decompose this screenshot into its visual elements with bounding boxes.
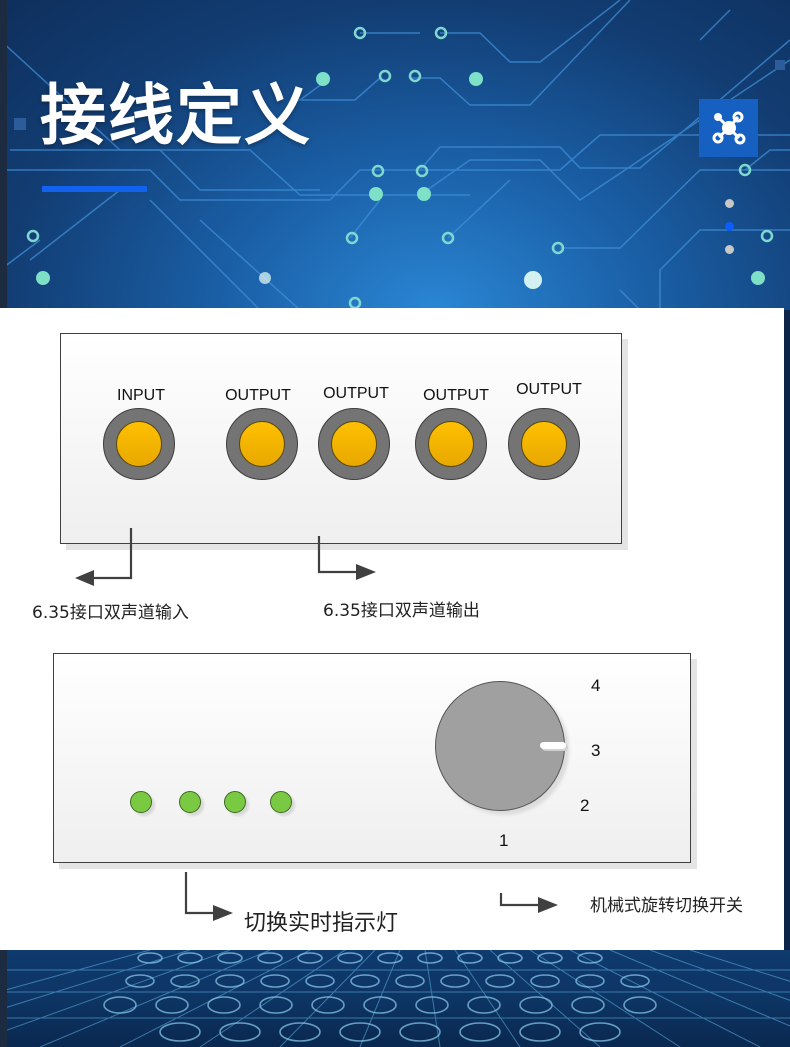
output-jack-2 xyxy=(318,408,390,480)
indicator-led-1 xyxy=(130,791,152,813)
jack-core xyxy=(239,421,285,467)
output-jack-3 xyxy=(415,408,487,480)
pager-dot[interactable] xyxy=(725,199,734,208)
title-underline xyxy=(42,186,147,192)
knob-position-2: 2 xyxy=(580,796,590,815)
jack-label-output-3: OUTPUT xyxy=(423,387,489,404)
input-jack xyxy=(103,408,175,480)
jack-label-output-4: OUTPUT xyxy=(516,381,582,398)
left-edge-strip xyxy=(0,950,7,1047)
knob-pointer xyxy=(540,742,566,749)
knob-position-4: 4 xyxy=(591,676,601,695)
page-title: 接线定义 xyxy=(40,77,312,154)
jack-core xyxy=(116,421,162,467)
knob-position-3: 3 xyxy=(591,741,601,760)
indicator-led-4 xyxy=(270,791,292,813)
jack-core xyxy=(428,421,474,467)
switch-panel-diagram xyxy=(53,653,691,863)
output-jack-4 xyxy=(508,408,580,480)
pager-dot[interactable] xyxy=(725,245,734,254)
indicator-caption: 切换实时指示灯 xyxy=(244,911,399,936)
output-caption: 6.35接口双声道输出 xyxy=(323,601,480,621)
header-banner: 接线定义 xyxy=(0,0,790,310)
footer-binary-background xyxy=(0,950,790,1047)
jack-label-input: INPUT xyxy=(117,387,165,404)
jack-core xyxy=(521,421,567,467)
jack-label-output-2: OUTPUT xyxy=(323,385,389,402)
network-button[interactable] xyxy=(699,99,758,157)
binary-grid-pattern xyxy=(0,950,790,1047)
indicator-led-2 xyxy=(179,791,201,813)
knob-caption: 机械式旋转切换开关 xyxy=(590,896,743,916)
pager-dots xyxy=(725,199,735,268)
jack-core xyxy=(331,421,377,467)
circuit-background xyxy=(0,0,790,310)
network-hub-icon xyxy=(712,111,745,145)
input-caption: 6.35接口双声道输入 xyxy=(32,603,189,623)
pager-dot-active[interactable] xyxy=(725,222,734,231)
indicator-led-3 xyxy=(224,791,246,813)
knob-position-1: 1 xyxy=(499,831,509,850)
jack-label-output-1: OUTPUT xyxy=(225,387,291,404)
output-jack-1 xyxy=(226,408,298,480)
rotary-switch-knob[interactable] xyxy=(435,681,566,811)
left-edge-strip xyxy=(0,0,7,310)
